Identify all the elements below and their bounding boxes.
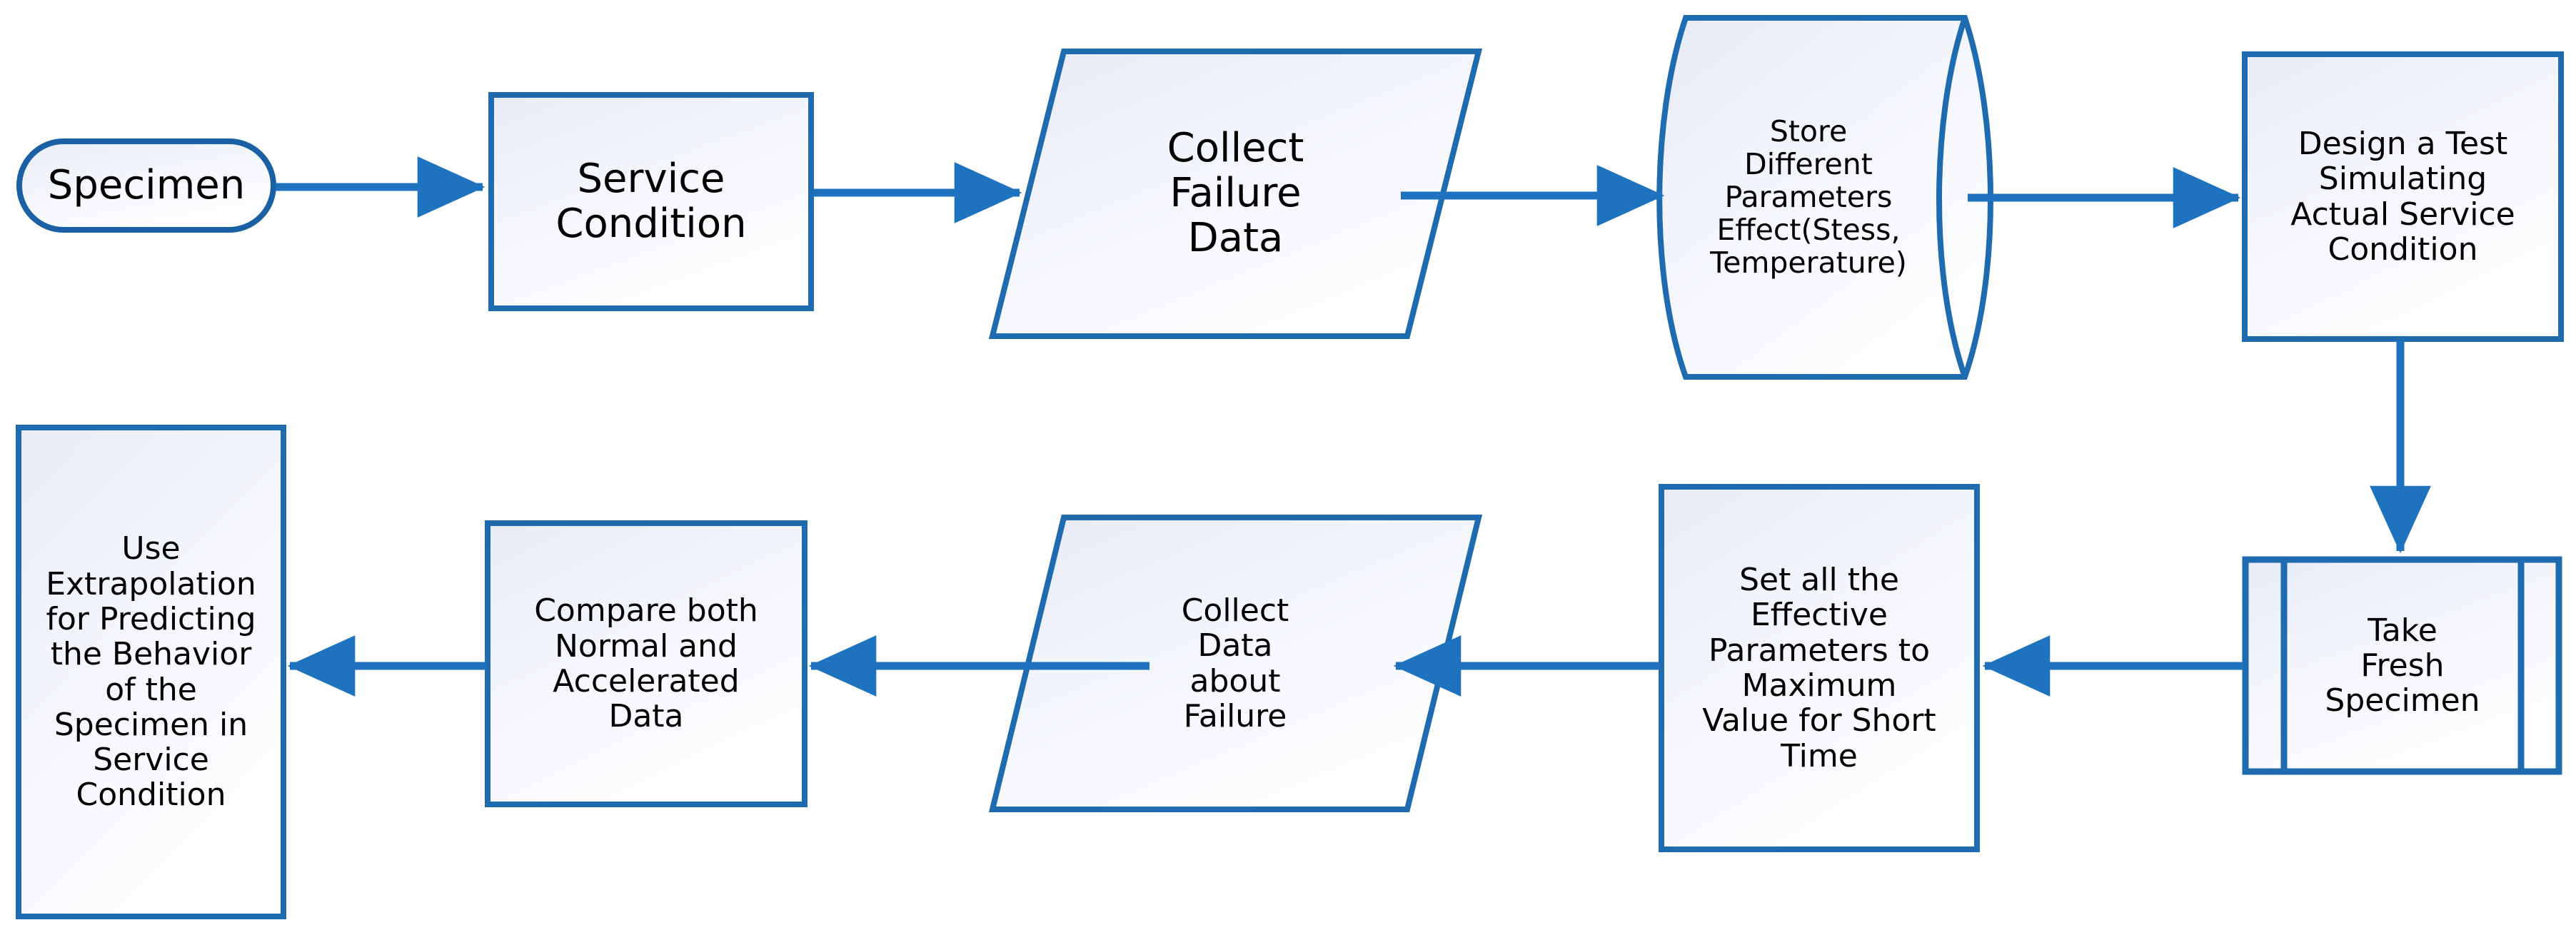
node-shape-design-test[interactable]	[2242, 51, 2564, 342]
node-shape-collect-failure-data[interactable]	[988, 49, 1483, 339]
node-shape-set-parameters-max[interactable]	[1659, 484, 1980, 852]
node-shape-specimen[interactable]	[16, 138, 276, 233]
node-shape-use-extrapolation[interactable]	[16, 425, 286, 919]
node-shape-collect-data-failure[interactable]	[988, 515, 1483, 812]
node-shape-compare-data[interactable]	[485, 520, 807, 807]
node-shape-service-condition[interactable]	[488, 92, 814, 311]
node-shape-store-parameters-cap	[1936, 16, 1968, 378]
node-shape-take-fresh-specimen[interactable]	[2242, 556, 2562, 775]
